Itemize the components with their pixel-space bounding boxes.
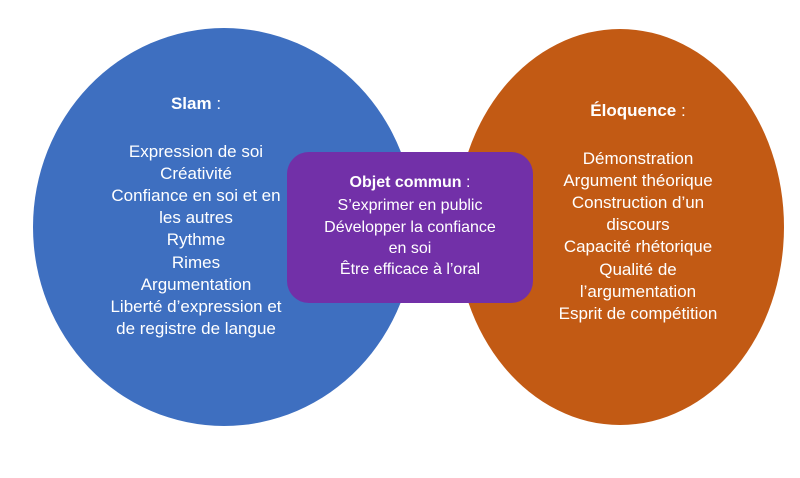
list-item: Argumentation bbox=[140, 274, 252, 294]
left-panel-title-suffix: : bbox=[211, 94, 222, 113]
list-item: discours bbox=[606, 215, 670, 235]
center-panel-list: S’exprimer en public Développer la confi… bbox=[291, 195, 529, 280]
left-panel-list: Expression de soi Créativité Confiance e… bbox=[70, 141, 322, 340]
list-item: Rythme bbox=[166, 230, 226, 250]
list-item: Rimes bbox=[171, 252, 221, 272]
left-text-group: Slam : Expression de soi Créativité Conf… bbox=[70, 93, 322, 340]
list-item: Développer la confiance bbox=[324, 218, 496, 236]
right-text-group: Éloquence : Démonstration Argument théor… bbox=[516, 100, 760, 325]
list-item: les autres bbox=[159, 208, 233, 228]
list-item: Qualité de bbox=[599, 259, 677, 279]
right-panel-title-suffix: : bbox=[676, 101, 686, 120]
right-panel-list: Démonstration Argument théorique Constru… bbox=[516, 148, 760, 325]
list-item: l’argumentation bbox=[579, 281, 697, 301]
list-item: de registre de langue bbox=[116, 318, 276, 338]
left-panel-title: Slam : bbox=[70, 93, 322, 115]
list-item: Esprit de compétition bbox=[558, 303, 718, 323]
center-card-objet-commun bbox=[287, 152, 533, 303]
list-item: Démonstration bbox=[582, 149, 694, 169]
right-panel-title: Éloquence : bbox=[516, 100, 760, 122]
right-panel-title-strong: Éloquence bbox=[590, 101, 677, 120]
center-panel-title-suffix: : bbox=[461, 174, 471, 191]
list-item: en soi bbox=[388, 239, 432, 257]
list-item: Argument théorique bbox=[563, 171, 713, 191]
left-panel-title-strong: Slam bbox=[170, 94, 212, 113]
list-item: Construction d’un bbox=[571, 193, 705, 213]
list-item: Être efficace à l’oral bbox=[339, 261, 481, 279]
list-item: Confiance en soi et en bbox=[111, 186, 281, 206]
center-panel-title-strong: Objet commun bbox=[349, 174, 462, 191]
center-text-group: Objet commun : S’exprimer en public Déve… bbox=[291, 172, 529, 280]
list-item: Capacité rhétorique bbox=[563, 237, 713, 257]
center-panel-title: Objet commun : bbox=[291, 172, 529, 193]
list-item: Créativité bbox=[160, 164, 232, 184]
list-item: Expression de soi bbox=[128, 142, 264, 162]
list-item: Liberté d’expression et bbox=[110, 296, 282, 316]
list-item: S’exprimer en public bbox=[337, 197, 483, 215]
